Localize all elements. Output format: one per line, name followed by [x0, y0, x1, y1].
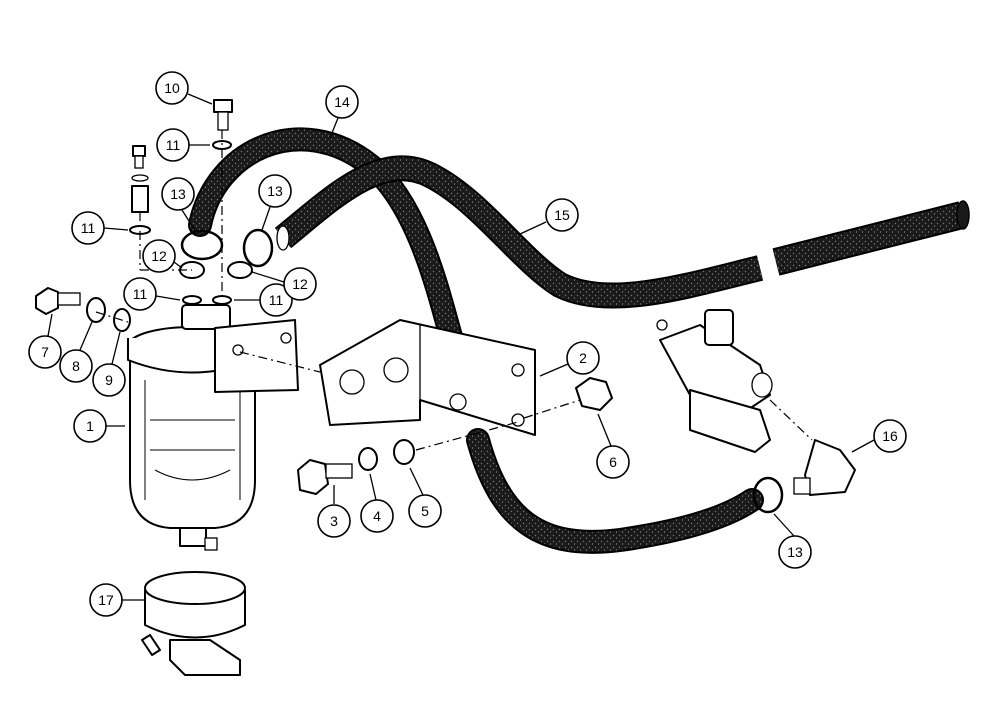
callout-16: 16	[851, 419, 907, 453]
callout-12-left: 12	[142, 239, 183, 273]
callout-15: 15	[519, 198, 579, 235]
hose-clamp-13-right	[242, 228, 274, 268]
callout-label: 12	[151, 248, 167, 264]
callout-label: 5	[421, 503, 429, 519]
callout-label: 13	[170, 186, 186, 202]
callout-17: 17	[89, 583, 144, 617]
callout-4: 4	[360, 473, 394, 533]
washer-8	[86, 297, 106, 323]
nut-6	[575, 377, 613, 411]
bolt-7	[35, 287, 81, 315]
callout-7: 7	[28, 313, 62, 369]
callout-label: 2	[579, 350, 587, 366]
callout-label: 11	[81, 220, 96, 236]
drain-bowl	[141, 571, 246, 676]
callout-label: 1	[86, 418, 94, 434]
fuel-pump	[656, 309, 773, 453]
callout-3: 3	[317, 485, 351, 538]
callout-label: 16	[882, 428, 898, 444]
callout-11-left: 11	[71, 211, 129, 245]
callout-label: 8	[72, 358, 80, 374]
washer-4	[358, 447, 378, 471]
callout-11-lower-right: 11	[234, 283, 293, 317]
callout-label: 15	[554, 207, 570, 223]
callout-label: 17	[98, 592, 114, 608]
callout-label: 14	[334, 94, 350, 110]
callout-11-lower-left: 11	[123, 277, 181, 311]
fuel-filter	[127, 304, 299, 551]
callout-label: 13	[787, 544, 803, 560]
callout-label: 7	[41, 344, 49, 360]
washer-11-lower-a	[182, 295, 202, 305]
callout-10: 10	[155, 71, 213, 105]
callout-label: 9	[105, 372, 113, 388]
washer-11-lower-b	[212, 295, 232, 305]
callout-label: 13	[267, 183, 283, 199]
mounting-bracket	[319, 319, 536, 436]
hose-15	[274, 155, 970, 309]
callout-13-right: 13	[258, 174, 292, 231]
callout-11-top: 11	[156, 128, 210, 162]
elbow-fitting-16	[793, 439, 856, 496]
callout-12-right: 12	[251, 267, 317, 301]
callout-label: 4	[373, 508, 381, 524]
banjo-bolt-10	[213, 99, 233, 131]
callout-5: 5	[408, 467, 442, 528]
callout-1: 1	[73, 409, 125, 443]
callout-2: 2	[539, 341, 600, 377]
callout-label: 12	[292, 276, 308, 292]
callout-13-left: 13	[161, 177, 197, 233]
callout-label: 3	[330, 513, 338, 529]
hose-clamp-13-bottom	[752, 476, 784, 514]
callout-6: 6	[596, 413, 630, 479]
callout-label: 11	[166, 137, 181, 153]
callout-8: 8	[59, 321, 93, 383]
callout-label: 11	[269, 292, 284, 308]
callout-label: 10	[164, 80, 180, 96]
small-bolt	[131, 145, 149, 213]
callout-9: 9	[92, 331, 126, 397]
callout-14: 14	[325, 85, 359, 139]
bolt-3	[297, 459, 353, 495]
callout-label: 11	[133, 286, 148, 302]
callout-label: 6	[609, 454, 617, 470]
callout-13-bottom: 13	[773, 513, 812, 569]
banjo-fitting-12	[179, 261, 253, 279]
washer-5	[393, 439, 415, 465]
